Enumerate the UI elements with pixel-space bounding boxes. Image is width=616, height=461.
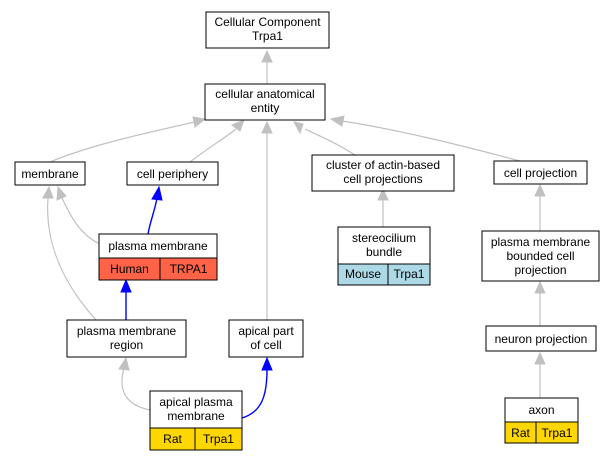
arrowhead	[118, 356, 130, 371]
gene-cell	[387, 263, 431, 286]
node-label: plasma membrane	[491, 235, 591, 249]
node-label: cellular anatomical	[215, 87, 314, 101]
gene-label: Trpa1	[203, 432, 234, 446]
edges	[42, 49, 546, 419]
arrowhead	[151, 185, 163, 201]
node-plasma-membrane[interactable]: plasma membrane Human TRPA1	[98, 233, 218, 281]
node-label: membrane	[21, 167, 79, 181]
node-label: bounded cell	[506, 249, 574, 263]
node-root[interactable]: Cellular Component Trpa1	[205, 11, 330, 49]
node-label: entity	[251, 101, 280, 115]
node-label: apical part	[238, 324, 294, 338]
node-plasma-membrane-bounded-cell-projection[interactable]: plasma membrane bounded cell projection	[481, 230, 600, 282]
node-label: Cellular Component	[214, 15, 321, 29]
node-cell-projection[interactable]: cell projection	[493, 160, 588, 185]
node-cellular-anatomical-entity[interactable]: cellular anatomical entity	[204, 83, 326, 121]
species-label: Rat	[163, 432, 182, 446]
node-label: neuron projection	[495, 332, 588, 346]
node-label: axon	[528, 403, 554, 417]
gene-label: Trpa1	[542, 426, 573, 440]
edge-apicalpm-to-apicalpart	[241, 369, 268, 419]
edge-projection-to-cae	[341, 120, 521, 162]
node-membrane[interactable]: membrane	[14, 161, 86, 186]
gene-cell	[159, 257, 218, 281]
arrowhead	[534, 280, 546, 294]
gene-label: Trpa1	[394, 267, 425, 281]
arrowhead	[261, 120, 273, 134]
node-label: region	[110, 338, 143, 352]
arrowhead	[377, 187, 389, 201]
arrowhead	[192, 116, 207, 128]
arrowhead	[293, 121, 304, 135]
edge-pm-to-periphery	[147, 197, 158, 235]
node-neuron-projection[interactable]: neuron projection	[485, 325, 597, 352]
node-label: apical plasma	[159, 395, 233, 409]
node-label: plasma membrane	[108, 239, 208, 253]
node-axon[interactable]: axon Rat Trpa1	[504, 397, 579, 444]
edge-periphery-to-cae	[189, 128, 237, 163]
node-label: bundle	[366, 245, 402, 259]
node-label: projection	[514, 263, 566, 277]
gene-cell	[194, 427, 243, 451]
species-label: Rat	[511, 426, 530, 440]
edge-membrane-to-cae	[49, 121, 196, 163]
node-label: cell projection	[504, 166, 577, 180]
edge-pm-to-membrane	[61, 197, 101, 245]
arrowhead	[329, 115, 345, 127]
arrowhead	[534, 183, 546, 197]
arrowhead	[261, 49, 273, 63]
arrowhead	[231, 119, 245, 132]
node-label: of cell	[250, 338, 281, 352]
edge-pmregion-to-membrane	[47, 197, 97, 321]
node-label: Trpa1	[252, 29, 283, 43]
edge-apicalpm-to-pmregion	[121, 367, 151, 411]
arrowhead	[56, 185, 67, 201]
gene-label: TRPA1	[170, 262, 208, 276]
node-cell-periphery[interactable]: cell periphery	[126, 161, 219, 186]
node-apical-part-of-cell[interactable]: apical part of cell	[228, 319, 304, 358]
node-label: cluster of actin-based	[326, 158, 440, 172]
node-plasma-membrane-region[interactable]: plasma membrane region	[66, 319, 187, 358]
node-cluster-actin[interactable]: cluster of actin-based cell projections	[311, 154, 455, 192]
node-apical-plasma-membrane[interactable]: apical plasma membrane Rat Trpa1	[149, 390, 243, 451]
node-label: plasma membrane	[77, 324, 177, 338]
node-stereocilium-bundle[interactable]: stereocilium bundle Mouse Trpa1	[337, 226, 431, 286]
arrowhead	[42, 185, 54, 199]
arrowhead	[120, 278, 132, 293]
node-label: cell projections	[343, 172, 422, 186]
species-label: Human	[110, 262, 149, 276]
arrowhead	[534, 351, 546, 365]
node-label: cell periphery	[137, 167, 208, 181]
species-label: Mouse	[345, 267, 381, 281]
arrowhead	[261, 356, 273, 371]
gene-cell	[535, 421, 579, 444]
edge-cluster-to-cae	[304, 128, 356, 156]
node-label: membrane	[167, 409, 225, 423]
node-label: stereocilium	[352, 231, 416, 245]
